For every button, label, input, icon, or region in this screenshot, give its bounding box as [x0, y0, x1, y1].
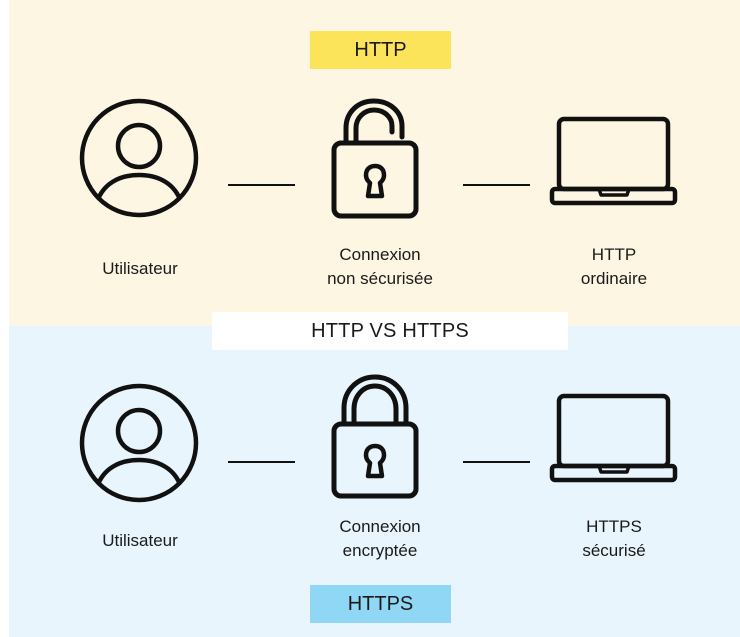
laptop-icon	[549, 116, 678, 206]
connection-label: Connexion non sécurisée	[327, 245, 433, 288]
connector-line	[228, 184, 295, 186]
user-circle-icon	[79, 98, 199, 218]
server-label: HTTPS sécurisé	[582, 517, 646, 560]
https-tag: HTTPS	[310, 585, 451, 623]
diagram-title: HTTP VS HTTPS	[212, 312, 568, 350]
connector-line	[463, 461, 530, 463]
user-circle-icon	[79, 383, 199, 503]
laptop-icon	[549, 393, 678, 483]
connection-label: Connexion encryptée	[339, 517, 421, 560]
user-label: Utilisateur	[102, 259, 178, 278]
http-tag: HTTP	[310, 31, 451, 69]
connector-line	[228, 461, 295, 463]
locked-padlock-icon	[331, 374, 419, 499]
connector-line	[463, 184, 530, 186]
server-label: HTTP ordinaire	[580, 245, 648, 288]
unlocked-padlock-icon	[331, 98, 419, 219]
user-label: Utilisateur	[102, 531, 178, 550]
